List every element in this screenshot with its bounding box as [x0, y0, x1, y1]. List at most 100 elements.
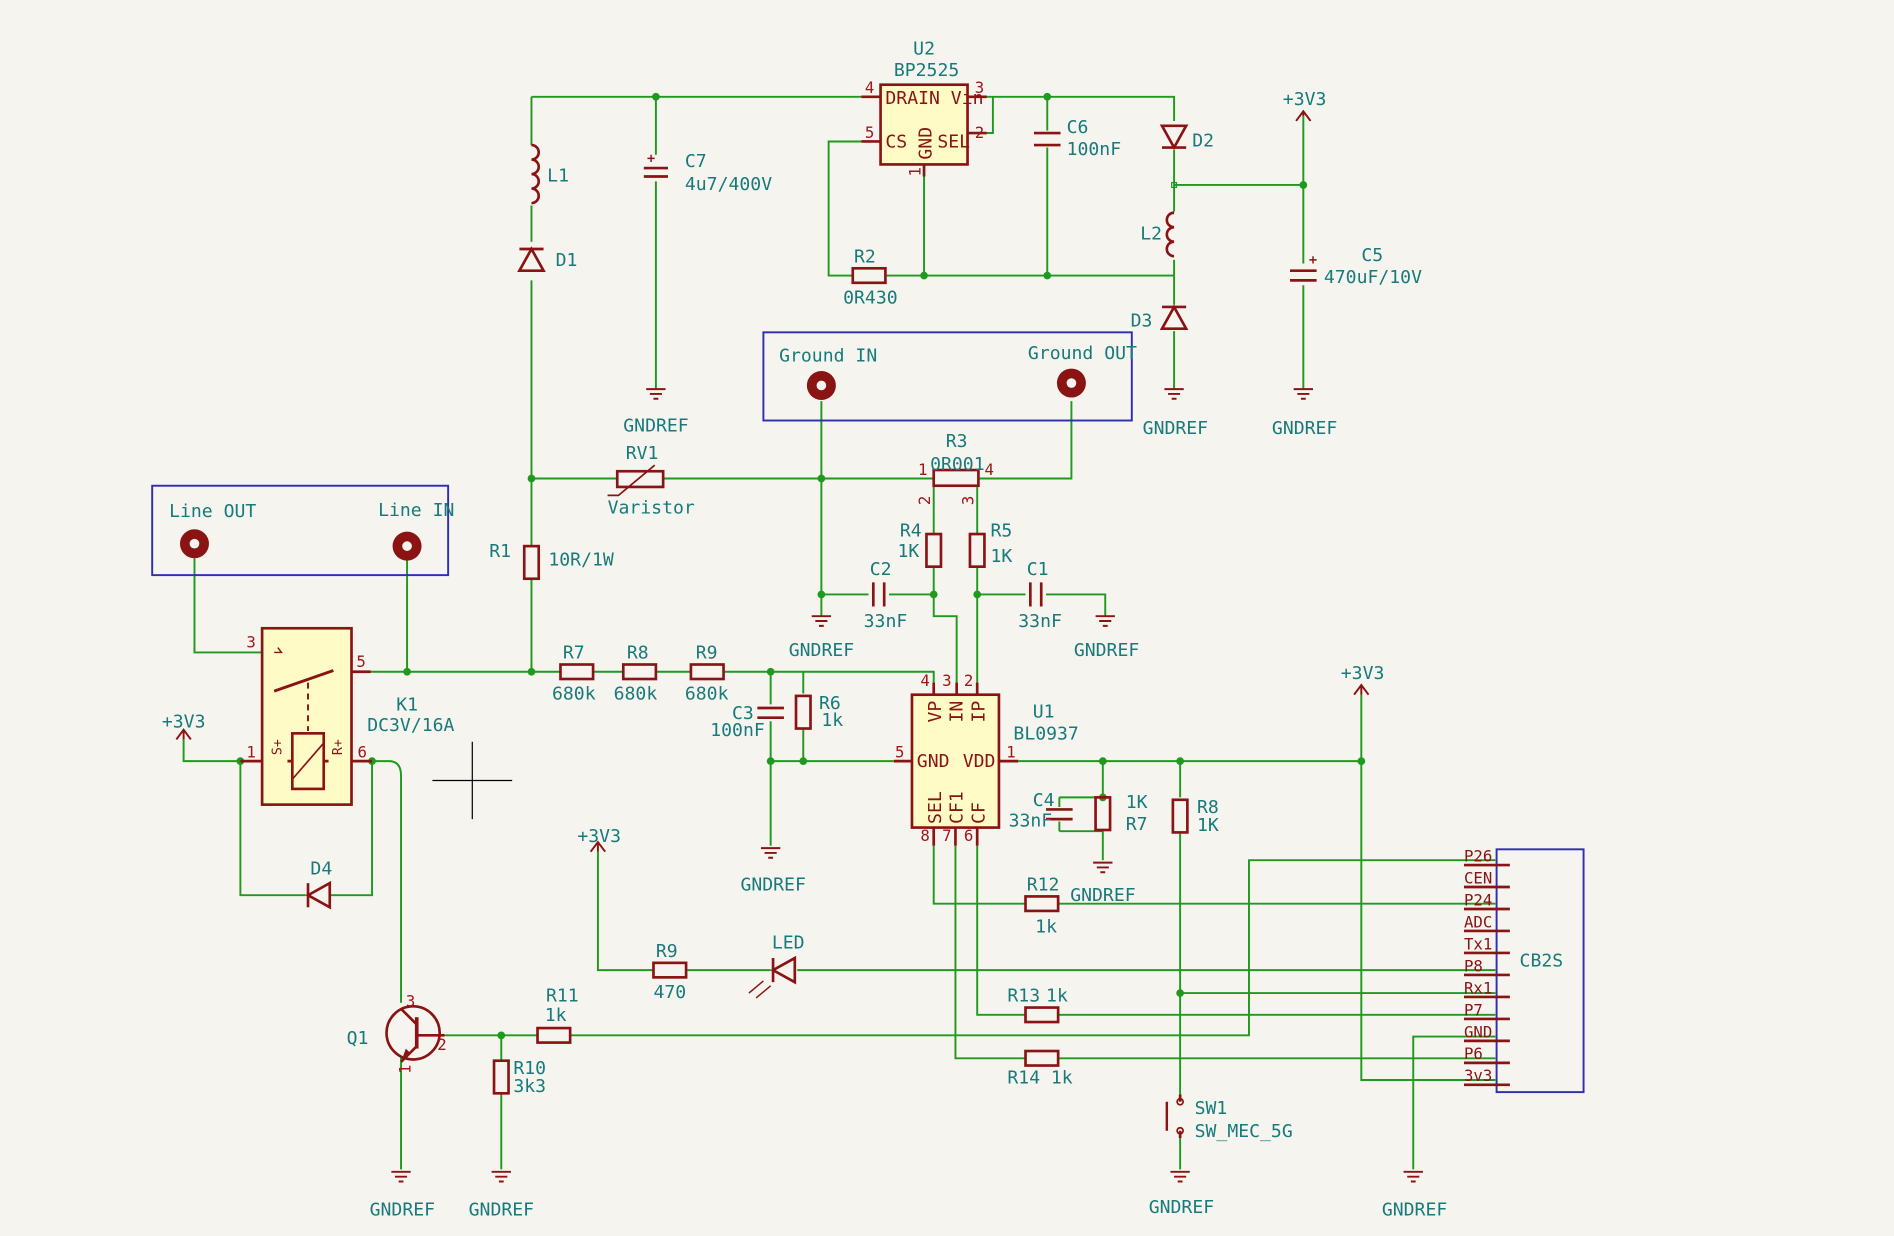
r6-resistor[interactable]: R6 1k — [794, 693, 843, 731]
u1-pin-vdd: VDD — [963, 751, 996, 772]
c3-value: 100nF — [710, 720, 765, 741]
line-in-label: Line IN — [378, 500, 454, 521]
c3-ref: C3 — [732, 703, 754, 724]
cb2s-pin-3v3: 3v3 — [1464, 1066, 1492, 1085]
d2-diode[interactable]: D2 — [1159, 124, 1214, 152]
r3-ref: R3 — [946, 431, 968, 452]
c5-capacitor[interactable]: C5 470uF/10V — [1290, 245, 1422, 288]
r9-resistor-680k[interactable]: R9 680k — [685, 642, 729, 704]
r11-ref: R11 — [546, 986, 579, 1007]
d4-ref: D4 — [310, 859, 332, 880]
r4-resistor[interactable]: R4 1K — [897, 520, 943, 568]
rv1-varistor[interactable]: RV1 Varistor — [607, 443, 695, 519]
r8b-value: 1K — [1197, 815, 1219, 836]
ground-in-label: Ground IN — [779, 345, 877, 366]
u1-pin-vp: VP — [925, 701, 946, 723]
c1-ref: C1 — [1027, 559, 1049, 580]
r3-pin3: 3 — [959, 496, 978, 505]
sw1-switch[interactable]: SW1 SW_MEC_5G — [1165, 1094, 1293, 1142]
r12-resistor[interactable]: R12 1k GNDREF — [1024, 874, 1136, 938]
r10-ref: R10 — [513, 1058, 546, 1079]
gnd-symbols-top: GNDREF GNDREF GNDREF — [623, 388, 1337, 439]
r10-value: 3k3 — [513, 1076, 546, 1097]
gnd-label-r12: GNDREF — [1070, 885, 1135, 906]
r14-resistor[interactable]: R14 1k — [1007, 1049, 1073, 1089]
c3-capacitor[interactable]: C3 100nF — [710, 703, 784, 741]
r9-resistor-470[interactable]: R9 470 — [652, 941, 688, 1003]
gnd-symbols-mid: GNDREF GNDREF — [789, 615, 1139, 661]
l2-inductor[interactable]: L2 — [1140, 211, 1175, 258]
d4-diode[interactable]: D4 — [305, 859, 332, 910]
c2-capacitor[interactable]: C2 33nF — [864, 559, 908, 632]
d1-diode[interactable]: D1 — [517, 246, 578, 273]
u1-pin1: 1 — [1006, 743, 1015, 762]
gnd-symbol-c3: GNDREF — [740, 847, 806, 895]
crosshair-cursor-icon — [432, 741, 513, 820]
r12-value: 1k — [1035, 917, 1057, 938]
sw1-ref: SW1 — [1195, 1098, 1228, 1119]
u2-pin-drain-vin: DRAIN Vin — [885, 88, 983, 109]
k1-relay[interactable]: K1 DC3V/16A S+ R+ 3 5 1 6 — [240, 626, 455, 806]
c1-capacitor[interactable]: C1 33nF — [1018, 559, 1062, 632]
r8b-ref: R8 — [1197, 797, 1219, 818]
c4-ref: C4 — [1033, 790, 1055, 811]
d3-ref: D3 — [1131, 310, 1153, 331]
r10-resistor[interactable]: R10 3k3 — [492, 1058, 546, 1097]
q1-transistor[interactable]: Q1 3 2 1 — [347, 991, 447, 1074]
c5-value: 470uF/10V — [1324, 267, 1422, 288]
ground-out-label: Ground OUT — [1028, 343, 1137, 364]
r7-resistor-680k[interactable]: R7 680k — [552, 642, 596, 704]
r7-resistor-1k[interactable]: 1K R7 — [1094, 792, 1148, 835]
wires — [182, 95, 1496, 1170]
k1-pin3: 3 — [246, 633, 255, 652]
c6-capacitor[interactable]: C6 100nF — [1033, 117, 1121, 160]
k1-pin-r-plus: R+ — [331, 739, 346, 755]
line-out-label: Line OUT — [169, 501, 256, 522]
r13-resistor[interactable]: R13 1k — [1007, 986, 1068, 1024]
gnd-label-c7: GNDREF — [623, 415, 688, 436]
junctions — [236, 92, 1366, 1040]
c1-value: 33nF — [1018, 611, 1062, 632]
c7-capacitor[interactable]: C7 4u7/400V — [643, 151, 772, 195]
r3-value: 0R001 — [930, 454, 985, 475]
c4-value: 33nF — [1009, 810, 1053, 831]
pwr-3v3-label-1: +3V3 — [1283, 89, 1327, 110]
u2-pin1: 1 — [905, 167, 924, 176]
r3-shunt[interactable]: R3 0R001 1 4 2 3 — [915, 431, 994, 505]
c7-ref: C7 — [685, 151, 707, 172]
gnd-label-c3: GNDREF — [740, 874, 805, 895]
r1-ref: R1 — [489, 541, 511, 562]
r13-value: 1k — [1046, 986, 1068, 1007]
r1-resistor[interactable]: R1 10R/1W — [489, 541, 614, 581]
pwr-3v3-label-2: +3V3 — [162, 711, 206, 732]
c4-capacitor[interactable]: C4 33nF — [1009, 790, 1073, 832]
d1-ref: D1 — [556, 250, 578, 271]
r9b-ref: R9 — [656, 941, 678, 962]
k1-pin1: 1 — [246, 743, 255, 762]
r4-value: 1K — [897, 541, 919, 562]
r3-pin2: 2 — [915, 496, 934, 505]
cb2s-pin-p7: P7 — [1464, 1000, 1483, 1019]
r8-resistor-680k[interactable]: R8 680k — [614, 642, 658, 704]
u1-pin-cf: CF — [968, 802, 989, 824]
d3-diode[interactable]: D3 — [1131, 304, 1189, 331]
l1-inductor[interactable]: L1 — [531, 143, 569, 205]
cb2s-pin-rx1: Rx1 — [1464, 978, 1492, 997]
cb2s-pin-gnd: GND — [1464, 1022, 1492, 1041]
u2-bp2525[interactable]: U2 BP2525 DRAIN Vin CS GND SEL 4 5 3 2 1 — [861, 39, 987, 177]
led-indicator[interactable]: LED — [748, 932, 805, 999]
r5-resistor[interactable]: R5 1K — [968, 520, 1012, 568]
pwr-3v3-label-3: +3V3 — [1341, 663, 1385, 684]
r2-resistor[interactable]: R2 0R430 — [843, 246, 898, 308]
r7b-value: 1K — [1126, 792, 1148, 813]
gnd-label-c1: GNDREF — [1074, 640, 1139, 661]
rv1-value: Varistor — [608, 498, 695, 519]
r11-resistor[interactable]: R11 1k — [536, 986, 579, 1044]
u1-bl0937[interactable]: U1 BL0937 VP IN IP GND VDD SEL CF1 CF 4 … — [893, 671, 1079, 846]
power-3v3-right: +3V3 — [1341, 663, 1385, 696]
q1-pin1: 1 — [396, 1065, 415, 1074]
gnd-label-cb2s: GNDREF — [1382, 1199, 1447, 1220]
r8-resistor-1k[interactable]: R8 1K — [1171, 797, 1219, 836]
